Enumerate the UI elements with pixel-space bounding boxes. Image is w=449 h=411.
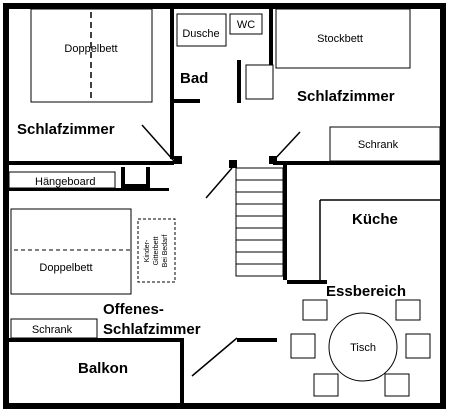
gitterbett-text: Kinder- Gitterbett Bei Bedarf bbox=[144, 235, 169, 268]
tisch bbox=[328, 312, 398, 382]
stockbett bbox=[275, 8, 411, 69]
kitchen-counter bbox=[319, 199, 440, 280]
essbereich-label: Essbereich bbox=[326, 283, 406, 300]
stairs bbox=[235, 167, 284, 277]
haengeboard-label: Hängeboard bbox=[35, 176, 96, 188]
door-hall bbox=[205, 167, 233, 199]
outer-walls bbox=[3, 3, 446, 409]
chair-3 bbox=[290, 333, 316, 359]
outer-wall-bottom bbox=[3, 403, 446, 409]
offenes-label: Offenes- bbox=[103, 301, 164, 318]
doppelbett-bottom bbox=[10, 208, 132, 295]
kueche-label: Küche bbox=[352, 211, 398, 228]
schlafzimmer-open-label: Schlafzimmer bbox=[103, 321, 201, 338]
wc bbox=[229, 13, 263, 35]
door-right-bedroom bbox=[272, 131, 301, 162]
bad-label: Bad bbox=[180, 70, 208, 87]
haengeboard-post-bottom bbox=[121, 184, 150, 188]
schlafzimmer-right-label: Schlafzimmer bbox=[297, 88, 395, 105]
door-post-2 bbox=[269, 156, 277, 164]
door-swings bbox=[141, 124, 301, 377]
wall-haengeboard bbox=[9, 188, 169, 191]
balkon-label: Balkon bbox=[78, 360, 128, 377]
wall-bedroom-right bbox=[170, 9, 174, 159]
chair-1 bbox=[302, 299, 328, 321]
outer-wall-top bbox=[3, 3, 446, 9]
wall-bedroom-bottom bbox=[9, 161, 174, 165]
wc-label: WC bbox=[237, 19, 255, 31]
outer-wall-left bbox=[3, 3, 9, 409]
wall-right-bedroom-bottom bbox=[273, 161, 440, 165]
stairs-outline bbox=[235, 167, 284, 277]
wall-balkon-top-right bbox=[237, 338, 277, 342]
door-balkon bbox=[191, 337, 238, 377]
outer-wall-right bbox=[440, 3, 446, 409]
door-post-3 bbox=[229, 160, 237, 168]
gitterbett bbox=[137, 218, 176, 283]
interior-walls bbox=[9, 9, 440, 403]
schrank-right bbox=[329, 126, 441, 162]
chair-5 bbox=[313, 373, 339, 397]
schrank-right-label: Schrank bbox=[358, 139, 399, 151]
wall-kitchen-bottom bbox=[287, 280, 327, 284]
wall-balkon-top bbox=[9, 338, 184, 342]
tisch-label: Tisch bbox=[350, 342, 376, 354]
wall-balkon-right bbox=[180, 342, 184, 403]
doppelbett-bottom-label: Doppelbett bbox=[39, 262, 92, 274]
haengeboard-post-right bbox=[146, 167, 150, 188]
haengeboard bbox=[8, 171, 116, 189]
kinder-label: Kinder- bbox=[144, 239, 151, 262]
bath-cabinet bbox=[245, 64, 274, 100]
doppelbett-top-label: Doppelbett bbox=[64, 43, 117, 55]
door-post-1 bbox=[174, 156, 182, 164]
stockbett-label: Stockbett bbox=[317, 33, 363, 45]
wall-bath-bottom bbox=[174, 99, 200, 103]
dusche-label: Dusche bbox=[182, 28, 219, 40]
chair-2 bbox=[395, 299, 421, 321]
haengeboard-post-left bbox=[121, 167, 125, 188]
dusche bbox=[176, 13, 227, 47]
bei-bedarf-label: Bei Bedarf bbox=[162, 235, 169, 268]
chair-4 bbox=[405, 333, 431, 359]
wall-bath-door bbox=[237, 60, 241, 103]
chair-6 bbox=[384, 373, 410, 397]
wall-bath-right bbox=[269, 9, 273, 99]
schrank-left bbox=[10, 318, 98, 339]
schlafzimmer-left-label: Schlafzimmer bbox=[17, 121, 115, 138]
door-bedroom bbox=[141, 124, 175, 162]
schrank-left-label: Schrank bbox=[32, 324, 73, 336]
gitterbett-label: Gitterbett bbox=[153, 237, 160, 266]
wall-kitchen-left bbox=[283, 165, 287, 280]
